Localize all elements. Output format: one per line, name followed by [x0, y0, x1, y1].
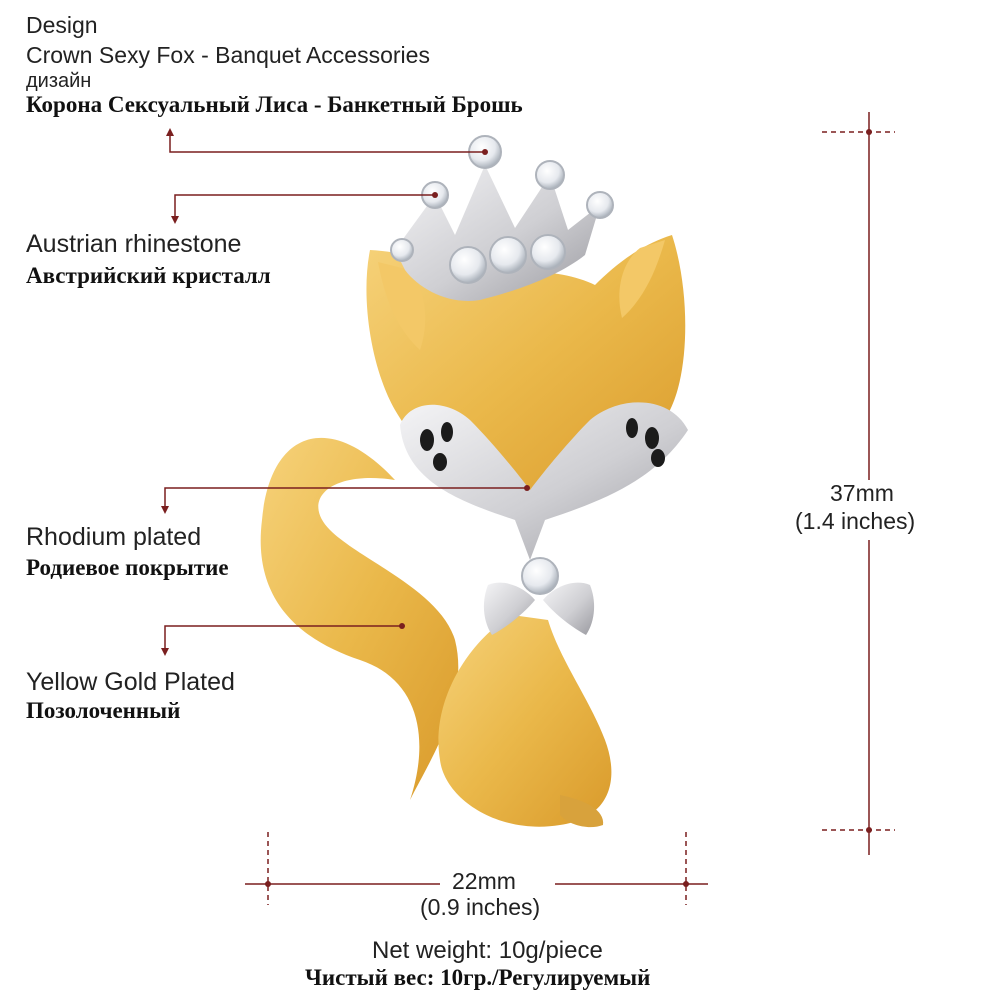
rhinestone-label-ru: Австрийский кристалл — [26, 263, 271, 288]
leader-design — [169, 130, 485, 153]
rhodium-label-ru: Родиевое покрытие — [26, 555, 229, 580]
design-title-ru: Корона Сексуальный Лиса - Банкетный Брош… — [26, 92, 523, 117]
leader-gold — [164, 625, 402, 654]
fox-tail — [260, 437, 459, 800]
net-weight-ru: Чистый вес: 10гр./Регулируемый — [305, 965, 651, 990]
gold-label-ru: Позолоченный — [26, 698, 181, 723]
net-weight-en: Net weight: 10g/piece — [372, 937, 603, 964]
width-inches: (0.9 inches) — [420, 894, 541, 920]
fox-body — [438, 615, 612, 827]
design-label-ru: дизайн — [26, 70, 92, 92]
rhodium-label-en: Rhodium plated — [26, 523, 202, 551]
gold-label-en: Yellow Gold Plated — [26, 668, 235, 696]
bow-gem — [521, 557, 559, 595]
width-mm: 22mm — [452, 868, 516, 894]
fox-cheeks — [400, 402, 688, 560]
rhinestone-label-en: Austrian rhinestone — [26, 230, 242, 258]
leader-rhinestone — [174, 194, 435, 222]
design-label-en: Design — [26, 12, 98, 38]
leader-rhodium — [164, 487, 527, 512]
fox-bow — [483, 582, 535, 635]
height-mm: 37mm — [830, 480, 894, 506]
design-title-en: Crown Sexy Fox - Banquet Accessories — [26, 42, 430, 68]
height-inches: (1.4 inches) — [795, 508, 916, 534]
